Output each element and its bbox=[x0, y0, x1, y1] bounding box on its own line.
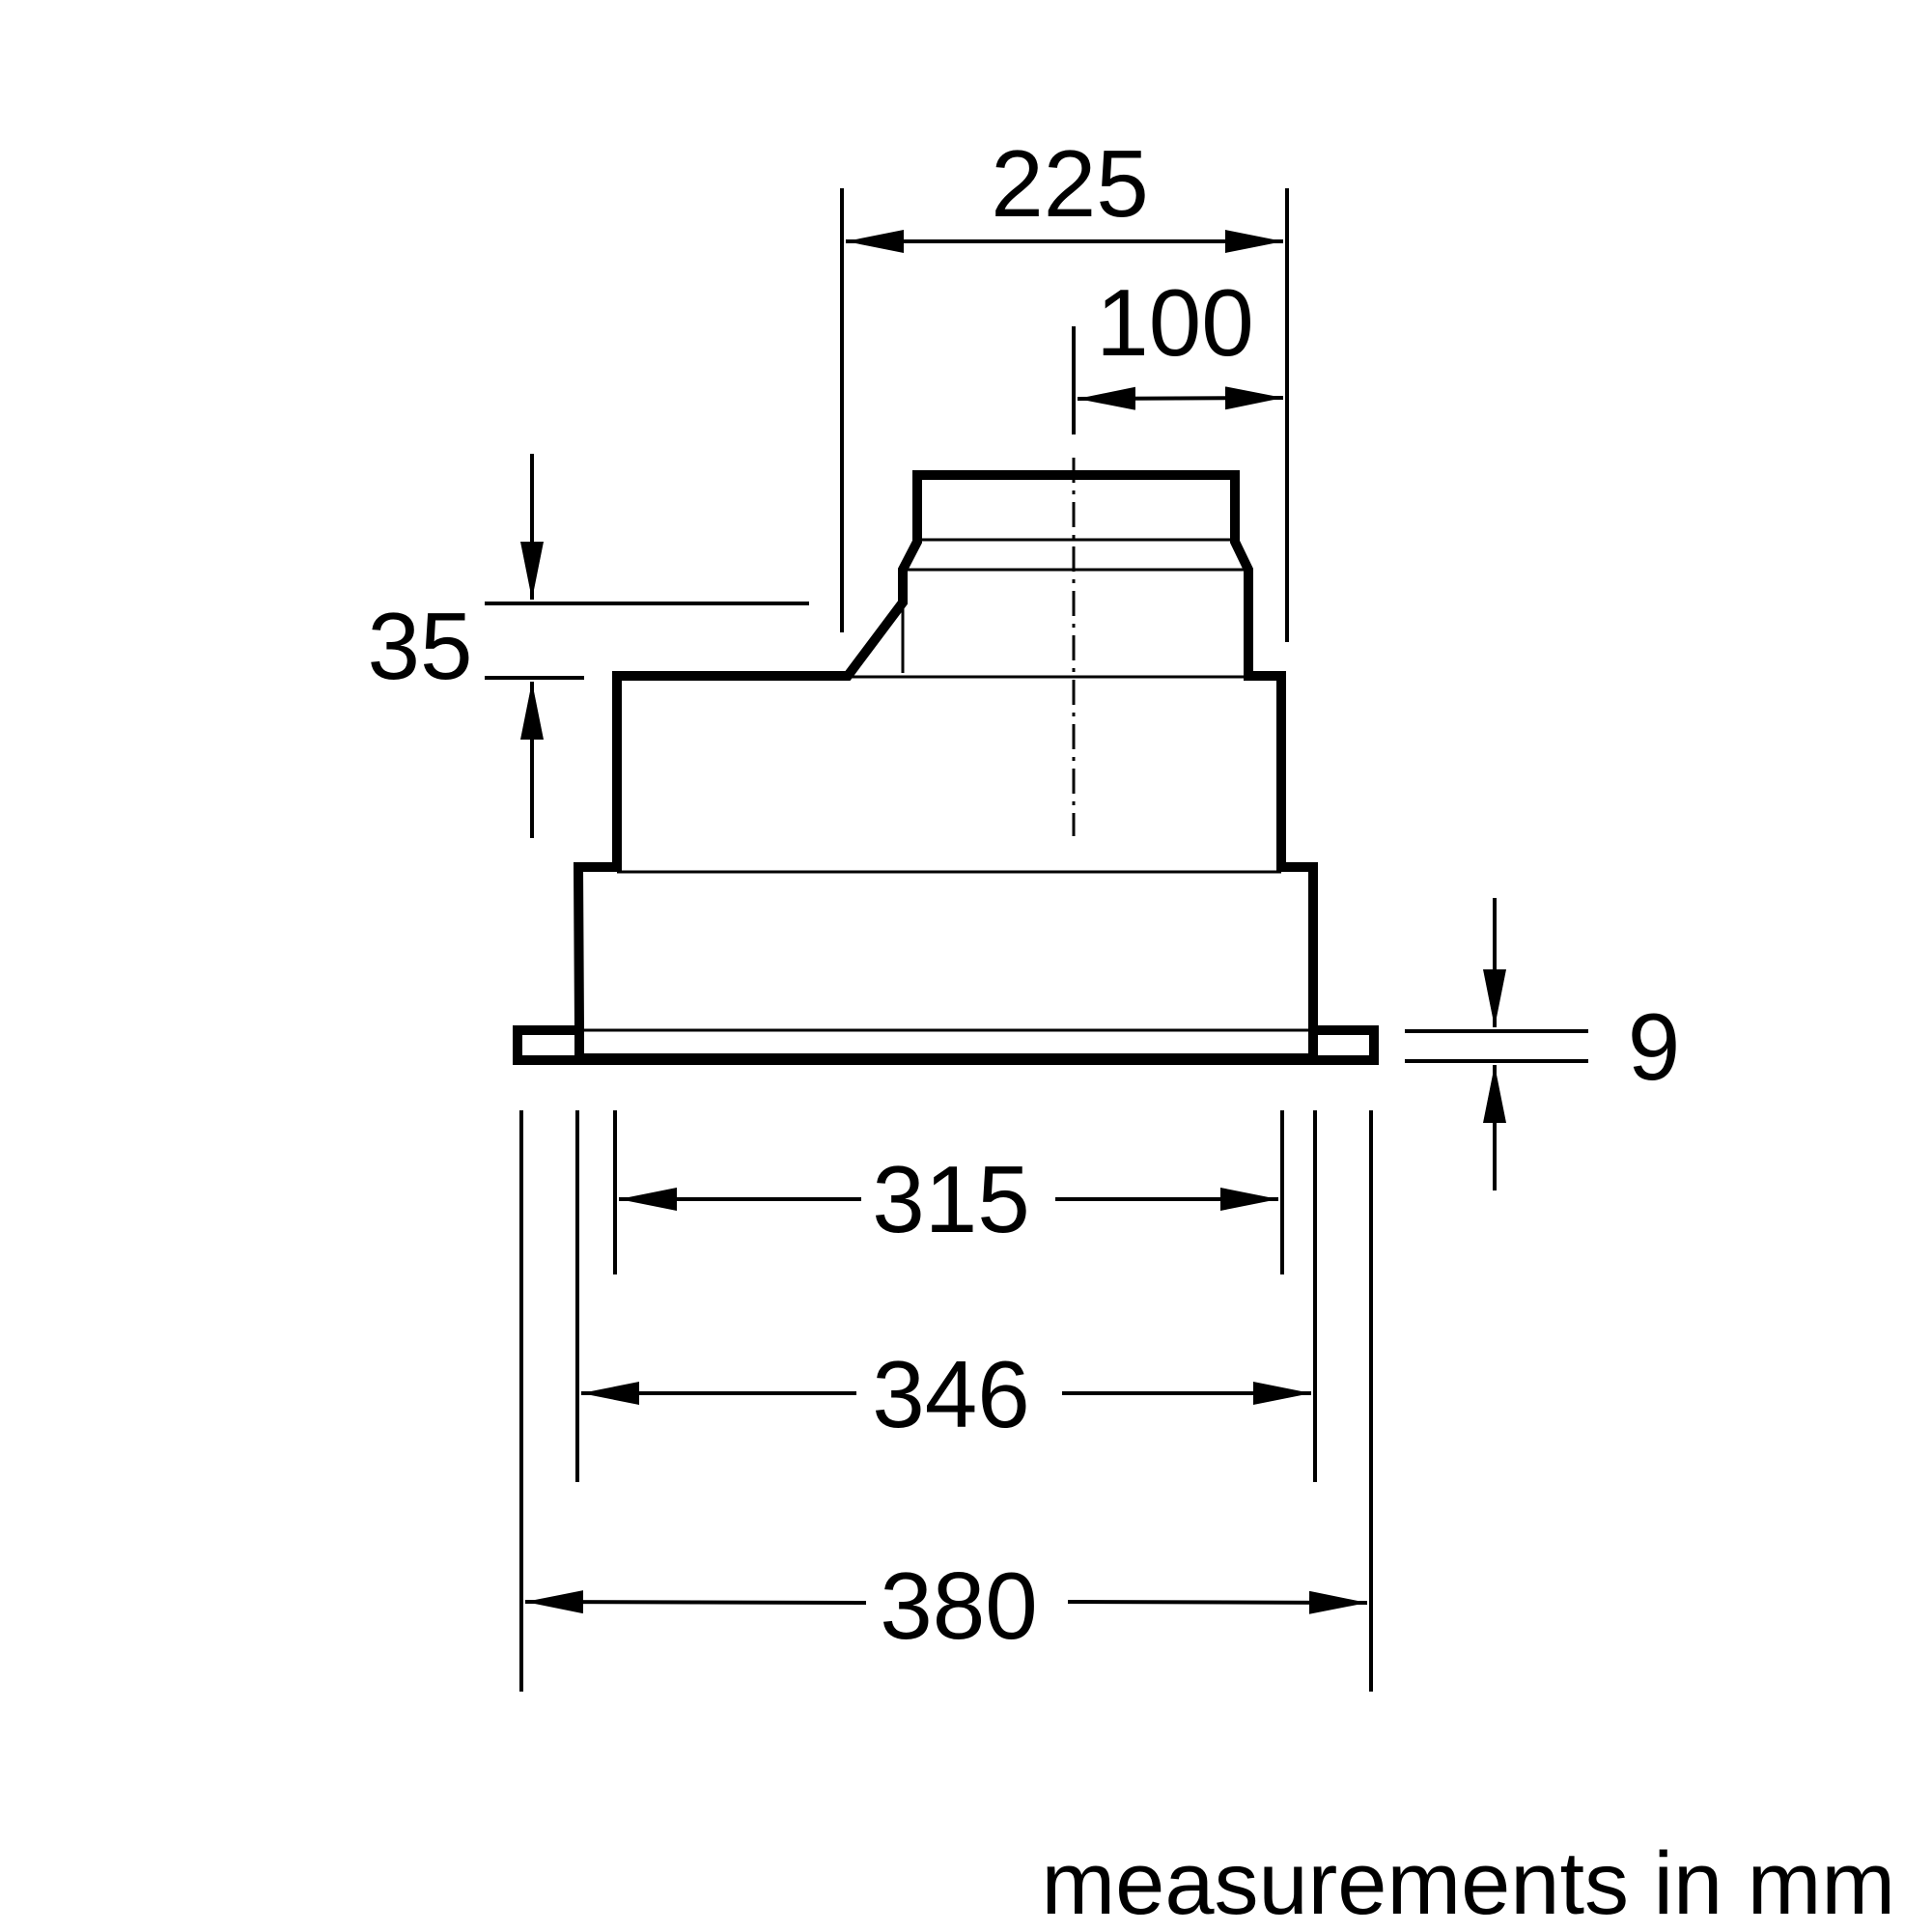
dim-arrow-380-right bbox=[1067, 1590, 1368, 1614]
lower-box bbox=[573, 470, 1318, 1031]
flange-plate bbox=[513, 1025, 1379, 1065]
hood-housing bbox=[513, 470, 1379, 1065]
dim-arrow-380-left bbox=[524, 1590, 867, 1614]
dim-label-35: 35 bbox=[367, 593, 472, 699]
dim-label-9: 9 bbox=[1628, 994, 1681, 1100]
dim-arrow-100 bbox=[1077, 386, 1284, 410]
dim-label-346: 346 bbox=[872, 1341, 1030, 1447]
extension-lines bbox=[485, 188, 1588, 1692]
units-note: measurements in mm bbox=[1042, 1834, 1895, 1932]
dim-label-315: 315 bbox=[872, 1146, 1030, 1252]
dim-label-225: 225 bbox=[991, 130, 1149, 237]
dimension-arrows bbox=[520, 230, 1506, 1614]
dim-label-100: 100 bbox=[1096, 269, 1254, 376]
dim-label-380: 380 bbox=[880, 1553, 1038, 1659]
